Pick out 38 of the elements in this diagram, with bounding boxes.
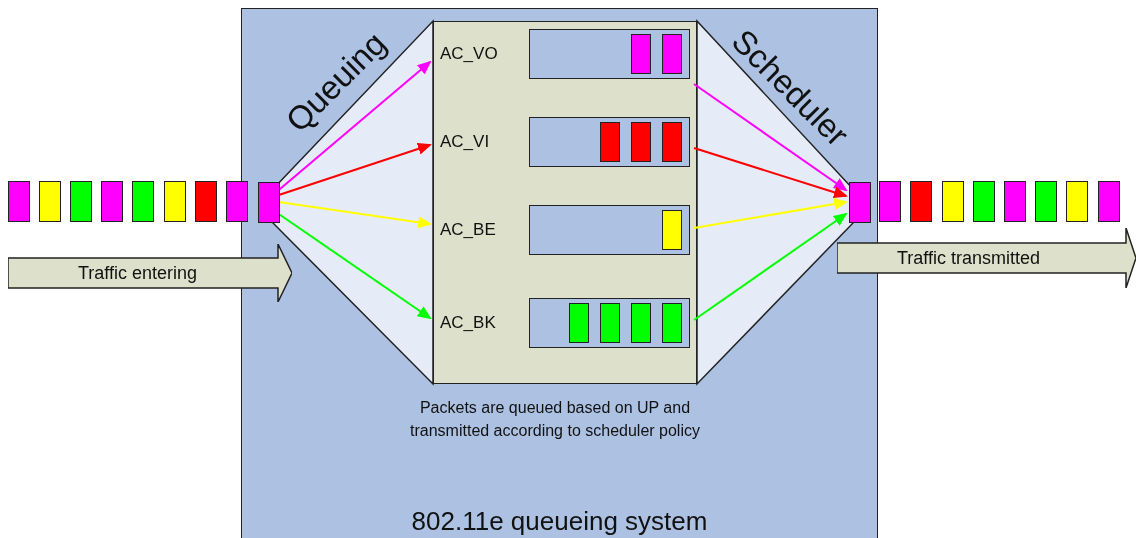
packet [849,182,871,223]
queue-label: AC_BE [440,220,496,240]
arrow [277,213,432,320]
packet [972,181,995,222]
packet [1004,181,1026,222]
queue-label: AC_VO [440,44,498,64]
block-arrow [8,244,292,302]
packet [879,181,902,222]
queue-label: AC_VI [440,132,490,152]
arrow [693,212,848,321]
packet [39,181,62,222]
arrow [693,147,848,199]
block-arrow [837,228,1136,288]
note: Packets are queued based on UP and transmitted according to scheduler policy [409,398,701,441]
packet [910,181,933,222]
packet [941,181,964,222]
packet [163,181,186,222]
arrow [693,83,848,192]
queue-panel [433,21,697,384]
packet [257,182,280,223]
packet [1097,181,1120,222]
packet [101,181,124,222]
queue-label: AC_BK [440,313,496,333]
arrow [277,143,432,196]
packet [1066,181,1089,222]
packet [70,181,93,222]
packet [8,181,30,222]
arrow [693,198,848,229]
packet [194,181,217,222]
system-label: 802.11e queueing system [410,506,709,536]
arrow-label: Traffic entering [78,262,198,284]
packet [132,181,155,222]
arrow [277,201,432,229]
system-box [241,8,878,538]
arrow-label: Traffic transmitted [897,247,1041,269]
packet [1035,181,1058,222]
arrow [277,60,432,191]
packet [225,181,248,222]
